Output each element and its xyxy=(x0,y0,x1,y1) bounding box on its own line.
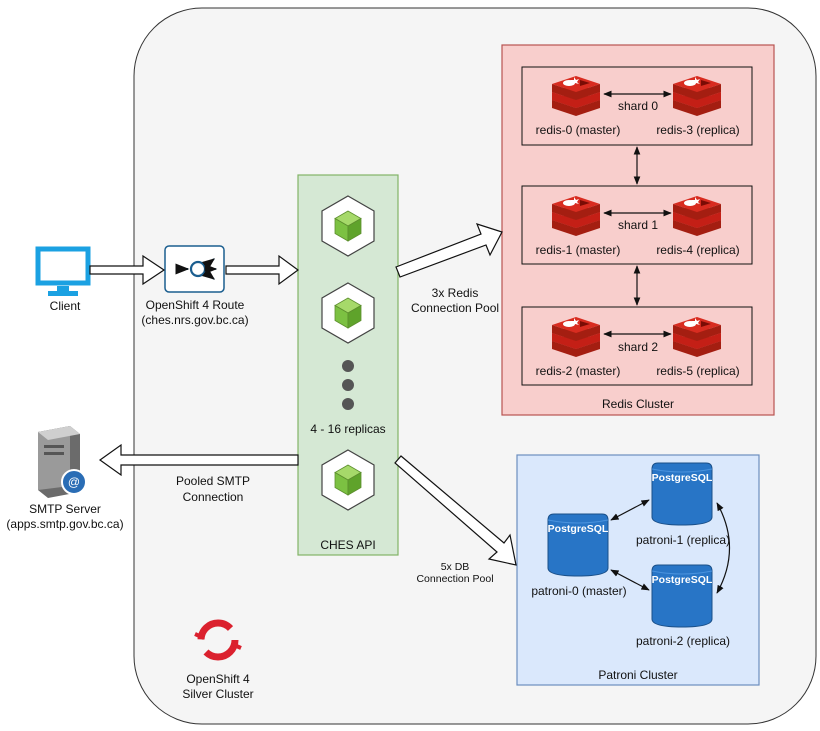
route-label-line2: (ches.nrs.gov.bc.ca) xyxy=(141,313,249,327)
postgresql-badge: PostgreSQL xyxy=(548,523,609,535)
redis-icon xyxy=(552,196,600,236)
patroni-0-2-link xyxy=(610,569,650,591)
redis-master-label: redis-0 (master) xyxy=(535,123,621,137)
patroni-cluster-label: Patroni Cluster xyxy=(598,668,678,682)
ellipsis-dot xyxy=(342,360,354,372)
redis-pool-label-line1: 3x Redis xyxy=(431,286,479,300)
route-to-api-arrow xyxy=(225,254,300,286)
monitor-icon xyxy=(35,246,91,296)
redis-replica-label: redis-3 (replica) xyxy=(656,123,740,137)
replicas-label: 4 - 16 replicas xyxy=(310,422,386,436)
redis-icon xyxy=(552,317,600,357)
route-icon xyxy=(164,245,225,293)
redis-cluster-label: Redis Cluster xyxy=(601,397,675,411)
svg-text:@: @ xyxy=(68,475,80,489)
redis-icon xyxy=(673,317,721,357)
openshift-label-line2: Silver Cluster xyxy=(182,687,254,701)
redis-replica-label: redis-4 (replica) xyxy=(656,243,740,257)
postgresql-badge: PostgreSQL xyxy=(652,574,713,586)
smtp-server-label-line2: (apps.smtp.gov.bc.ca) xyxy=(6,517,124,531)
client-label: Client xyxy=(49,299,81,313)
redis-replica-label: redis-5 (replica) xyxy=(656,364,740,378)
redis-icon xyxy=(673,76,721,116)
smtp-server-label-line1: SMTP Server xyxy=(29,502,101,516)
patroni-1-2-link xyxy=(716,502,731,594)
shard-name: shard 0 xyxy=(617,99,659,113)
mail-server-icon: @ xyxy=(38,426,87,498)
redis-master-label: redis-1 (master) xyxy=(535,243,621,257)
route-label-line1: OpenShift 4 Route xyxy=(145,298,245,312)
client-to-route-arrow xyxy=(89,254,166,286)
postgresql-badge: PostgreSQL xyxy=(652,472,713,484)
redis-master-label: redis-2 (master) xyxy=(535,364,621,378)
pooled-smtp-label-line1: Pooled SMTP xyxy=(175,474,251,488)
redis-icon xyxy=(673,196,721,236)
openshift-icon xyxy=(194,619,242,661)
ellipsis-dot xyxy=(342,379,354,391)
patroni-0-1-link xyxy=(610,499,650,521)
flow-arrows xyxy=(89,223,517,566)
api-to-redis-arrow xyxy=(395,223,503,278)
patroni-node-label: patroni-0 (master) xyxy=(531,584,627,598)
ellipsis-dot xyxy=(342,398,354,410)
connectors xyxy=(603,90,731,594)
shard-name: shard 1 xyxy=(617,218,659,232)
api-to-smtp-arrow xyxy=(98,443,299,477)
redis-icon xyxy=(552,76,600,116)
ches-api-label: CHES API xyxy=(320,538,376,552)
db-pool-label-line2: Connection Pool xyxy=(416,573,494,585)
patroni-node-label: patroni-1 (replica) xyxy=(635,533,731,547)
api-to-patroni-arrow xyxy=(394,455,517,566)
pooled-smtp-label-line2: Connection xyxy=(182,490,244,504)
shard-name: shard 2 xyxy=(617,340,659,354)
redis-pool-label-line2: Connection Pool xyxy=(410,301,500,315)
patroni-node-label: patroni-2 (replica) xyxy=(635,634,731,648)
openshift-label-line1: OpenShift 4 xyxy=(186,672,250,686)
db-pool-label-line1: 5x DB xyxy=(440,561,470,573)
